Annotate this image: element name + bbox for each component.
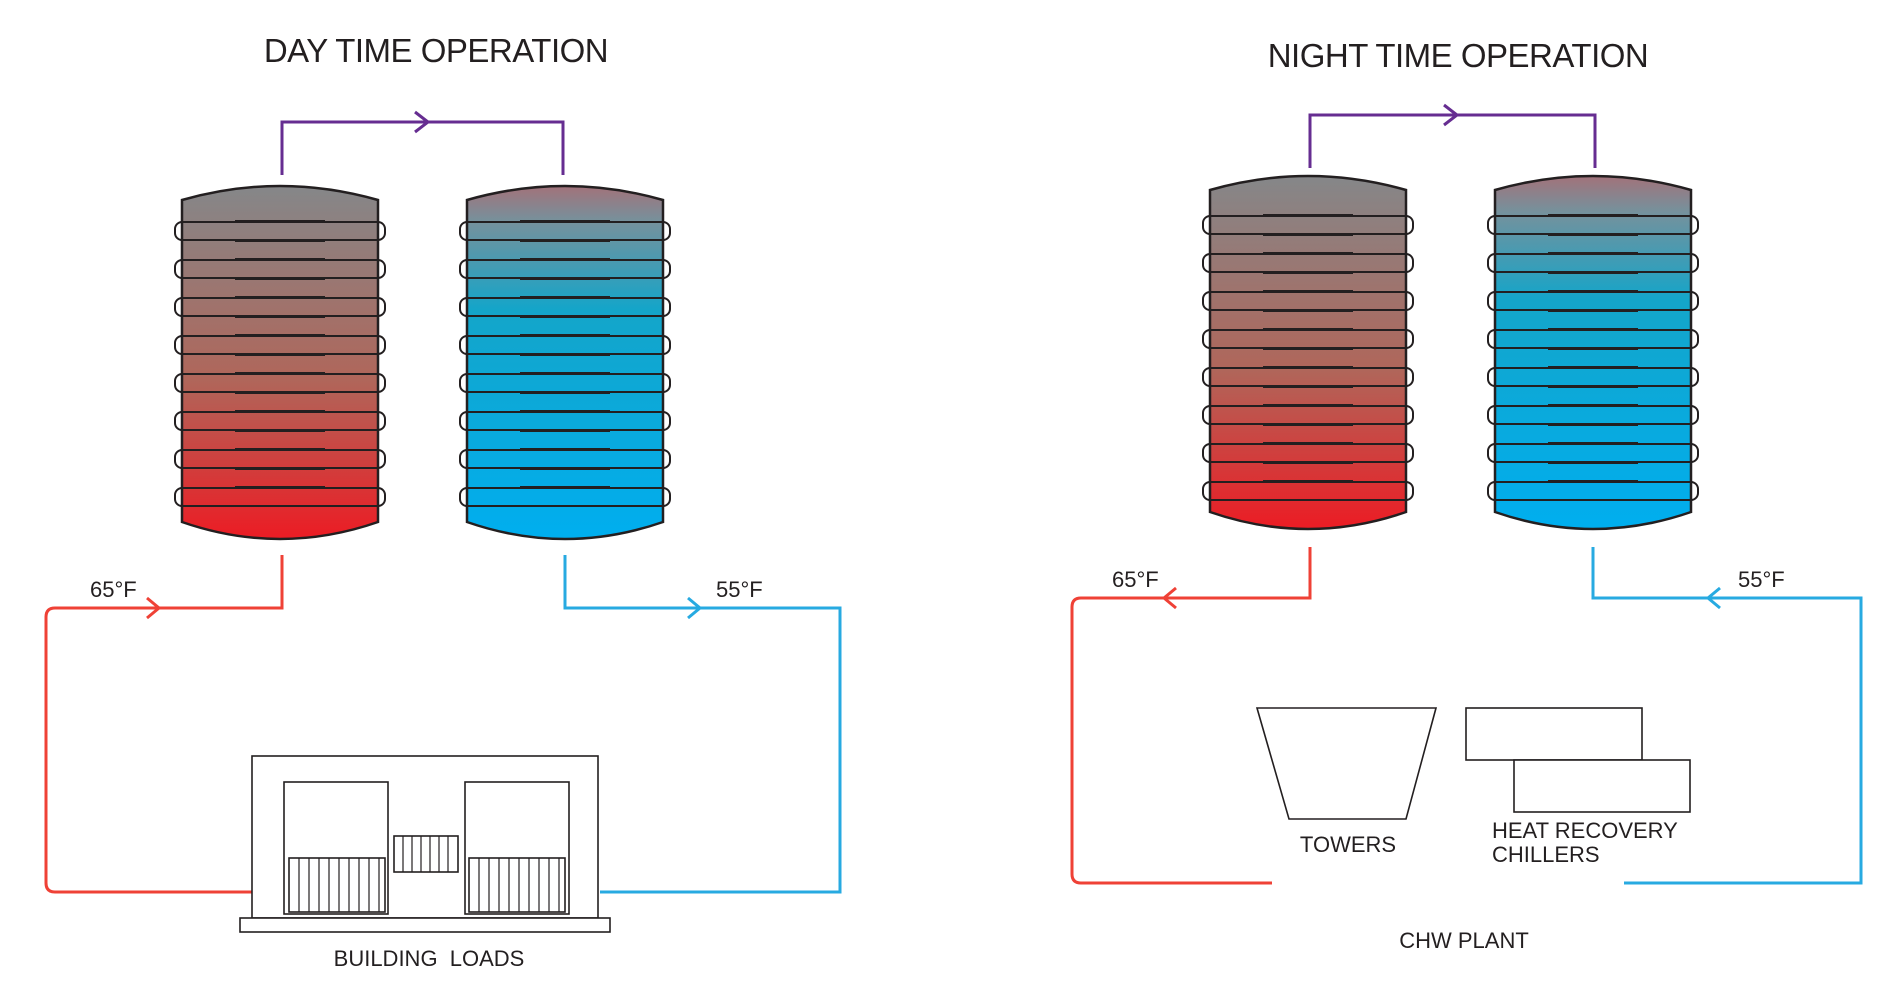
night-cold-temp: 55°F (1738, 567, 1785, 592)
night-cold-tank (1487, 174, 1699, 531)
day-cold-tank-lines (520, 220, 610, 488)
chillers-label-line1: HEAT RECOVERY (1492, 818, 1678, 843)
building-loads-unit (239, 755, 611, 933)
night-hot-tank-lines (1263, 214, 1353, 482)
night-transfer-pipe (1308, 113, 1597, 168)
night-hot-temp: 65°F (1112, 567, 1159, 592)
day-transfer-arrow-icon (414, 110, 431, 134)
day-cold-arrow-icon (687, 596, 703, 620)
night-cold-pipe (1591, 547, 1863, 885)
night-hot-pipe (1070, 547, 1312, 885)
night-hot-arrow-icon (1161, 586, 1177, 610)
day-cold-temp: 55°F (716, 577, 763, 602)
towers-label: TOWERS (1300, 832, 1396, 857)
day-cold-pipe (563, 555, 842, 894)
day-section: DAY TIME OPERATION (44, 32, 842, 971)
building-loads-grille (298, 836, 560, 912)
towers-shape (1255, 707, 1438, 820)
chiller-unit-upper (1465, 707, 1643, 761)
chillers-label-line2: CHILLERS (1492, 842, 1600, 867)
day-hot-arrow-icon (146, 596, 162, 620)
building-loads-label: BUILDING LOADS (334, 946, 525, 971)
day-hot-tank-lines (235, 220, 325, 488)
night-cold-arrow-icon (1705, 586, 1721, 610)
night-cold-tank-lines (1548, 214, 1638, 482)
day-transfer-pipe (280, 120, 565, 175)
day-hot-pipe (44, 555, 284, 894)
night-hot-tank (1202, 174, 1414, 531)
day-hot-tank (174, 184, 386, 541)
night-section: NIGHT TIME OPERATION (1070, 37, 1863, 953)
night-transfer-arrow-icon (1443, 103, 1460, 127)
chiller-unit-lower (1513, 759, 1691, 813)
chw-plant-label: CHW PLANT (1399, 928, 1529, 953)
night-title: NIGHT TIME OPERATION (1268, 37, 1649, 74)
day-title: DAY TIME OPERATION (264, 32, 608, 69)
day-hot-temp: 65°F (90, 577, 137, 602)
day-cold-tank (459, 184, 671, 541)
